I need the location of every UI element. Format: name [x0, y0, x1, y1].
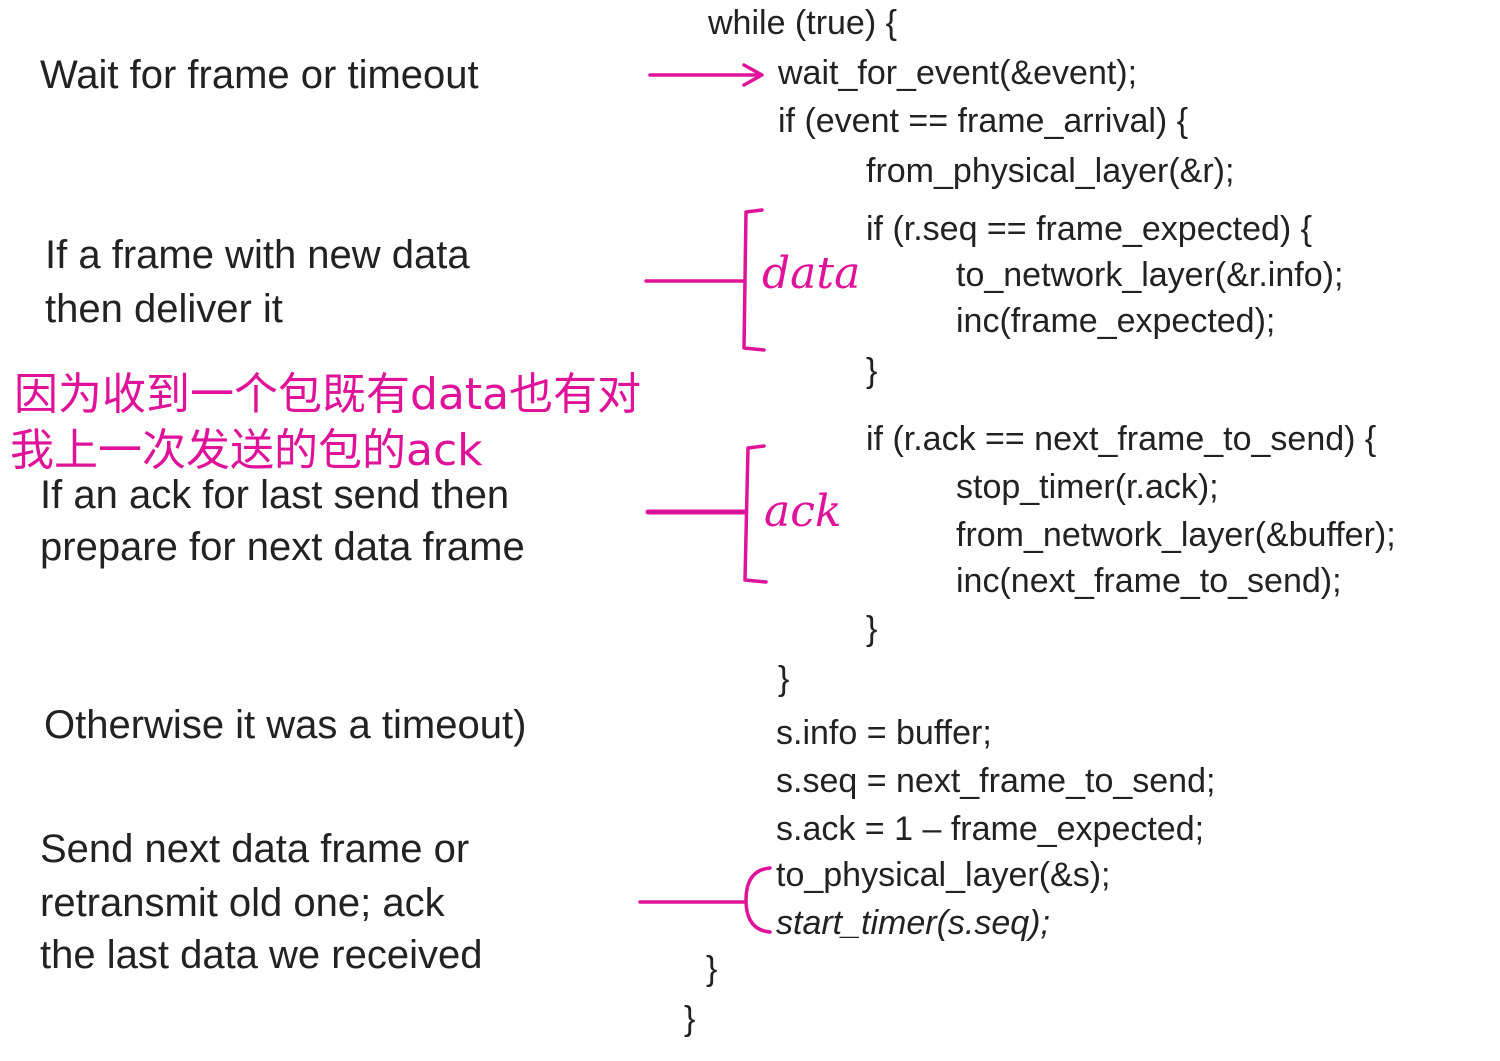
bracket-send-icon [638, 866, 772, 934]
code-line-s-info: s.info = buffer; [776, 714, 992, 752]
code-line-close-brace-seq: } [866, 352, 878, 390]
code-line-inc-frame-expected: inc(frame_expected); [956, 302, 1276, 340]
code-line-close-brace-while: } [706, 950, 718, 988]
handwritten-data-label: data [762, 248, 861, 299]
handwritten-note-line2: 我上一次发送的包的ack [10, 425, 483, 476]
code-line-if-seq: if (r.seq == frame_expected) { [866, 210, 1313, 248]
code-line-to-network-layer: to_network_layer(&r.info); [956, 256, 1344, 294]
code-line-stop-timer: stop_timer(r.ack); [956, 468, 1219, 506]
bracket-ack-icon [645, 444, 768, 584]
code-line-start-timer: start_timer(s.seq); [776, 904, 1050, 942]
label-send-line2: retransmit old one; ack [40, 881, 445, 925]
code-line-if-frame-arrival: if (event == frame_arrival) { [778, 102, 1189, 140]
label-ack-line2: prepare for next data frame [40, 525, 525, 569]
code-line-if-ack: if (r.ack == next_frame_to_send) { [866, 420, 1377, 458]
label-wait: Wait for frame or timeout [40, 53, 479, 97]
code-line-from-physical-layer: from_physical_layer(&r); [866, 152, 1235, 190]
label-new-data-line1: If a frame with new data [45, 233, 470, 277]
label-send-line1: Send next data frame or [40, 827, 470, 871]
handwritten-note-line1: 因为收到一个包既有data也有对 [14, 369, 642, 420]
label-send-line3: the last data we received [40, 933, 483, 977]
code-line-from-network-layer: from_network_layer(&buffer); [956, 516, 1396, 554]
bracket-data-icon [644, 208, 766, 352]
arrow-wait-icon [648, 63, 764, 87]
code-line-inc-next-frame: inc(next_frame_to_send); [956, 562, 1342, 600]
handwritten-ack-label: ack [764, 486, 842, 537]
code-line-wait-for-event: wait_for_event(&event); [778, 54, 1138, 92]
label-timeout: Otherwise it was a timeout) [44, 703, 527, 747]
label-ack-line1: If an ack for last send then [40, 473, 510, 517]
code-line-to-physical-layer: to_physical_layer(&s); [776, 856, 1111, 894]
code-line-close-brace-ack: } [866, 610, 878, 648]
label-new-data-line2: then deliver it [45, 287, 283, 331]
code-line-s-ack: s.ack = 1 – frame_expected; [776, 810, 1205, 848]
code-line-while: while (true) { [708, 4, 897, 42]
code-line-close-brace-if: } [778, 660, 790, 698]
code-line-close-brace-outer: } [684, 1000, 696, 1038]
code-line-s-seq: s.seq = next_frame_to_send; [776, 762, 1216, 800]
